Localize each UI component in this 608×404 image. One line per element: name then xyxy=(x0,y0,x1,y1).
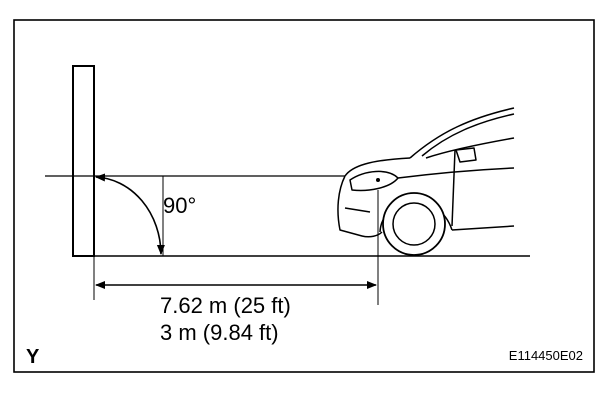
headlight-center-mark xyxy=(376,178,380,182)
corner-mark: Y xyxy=(26,346,40,368)
front-wheel-rim xyxy=(392,202,436,246)
figure-id: E114450E02 xyxy=(509,348,583,363)
distance-label-secondary: 3 m (9.84 ft) xyxy=(160,320,279,345)
diagram-frame xyxy=(13,19,595,373)
distance-label-primary: 7.62 m (25 ft) xyxy=(160,293,291,318)
angle-arc xyxy=(95,173,165,255)
wall-screen xyxy=(72,65,95,257)
angle-label: 90° xyxy=(163,193,196,218)
